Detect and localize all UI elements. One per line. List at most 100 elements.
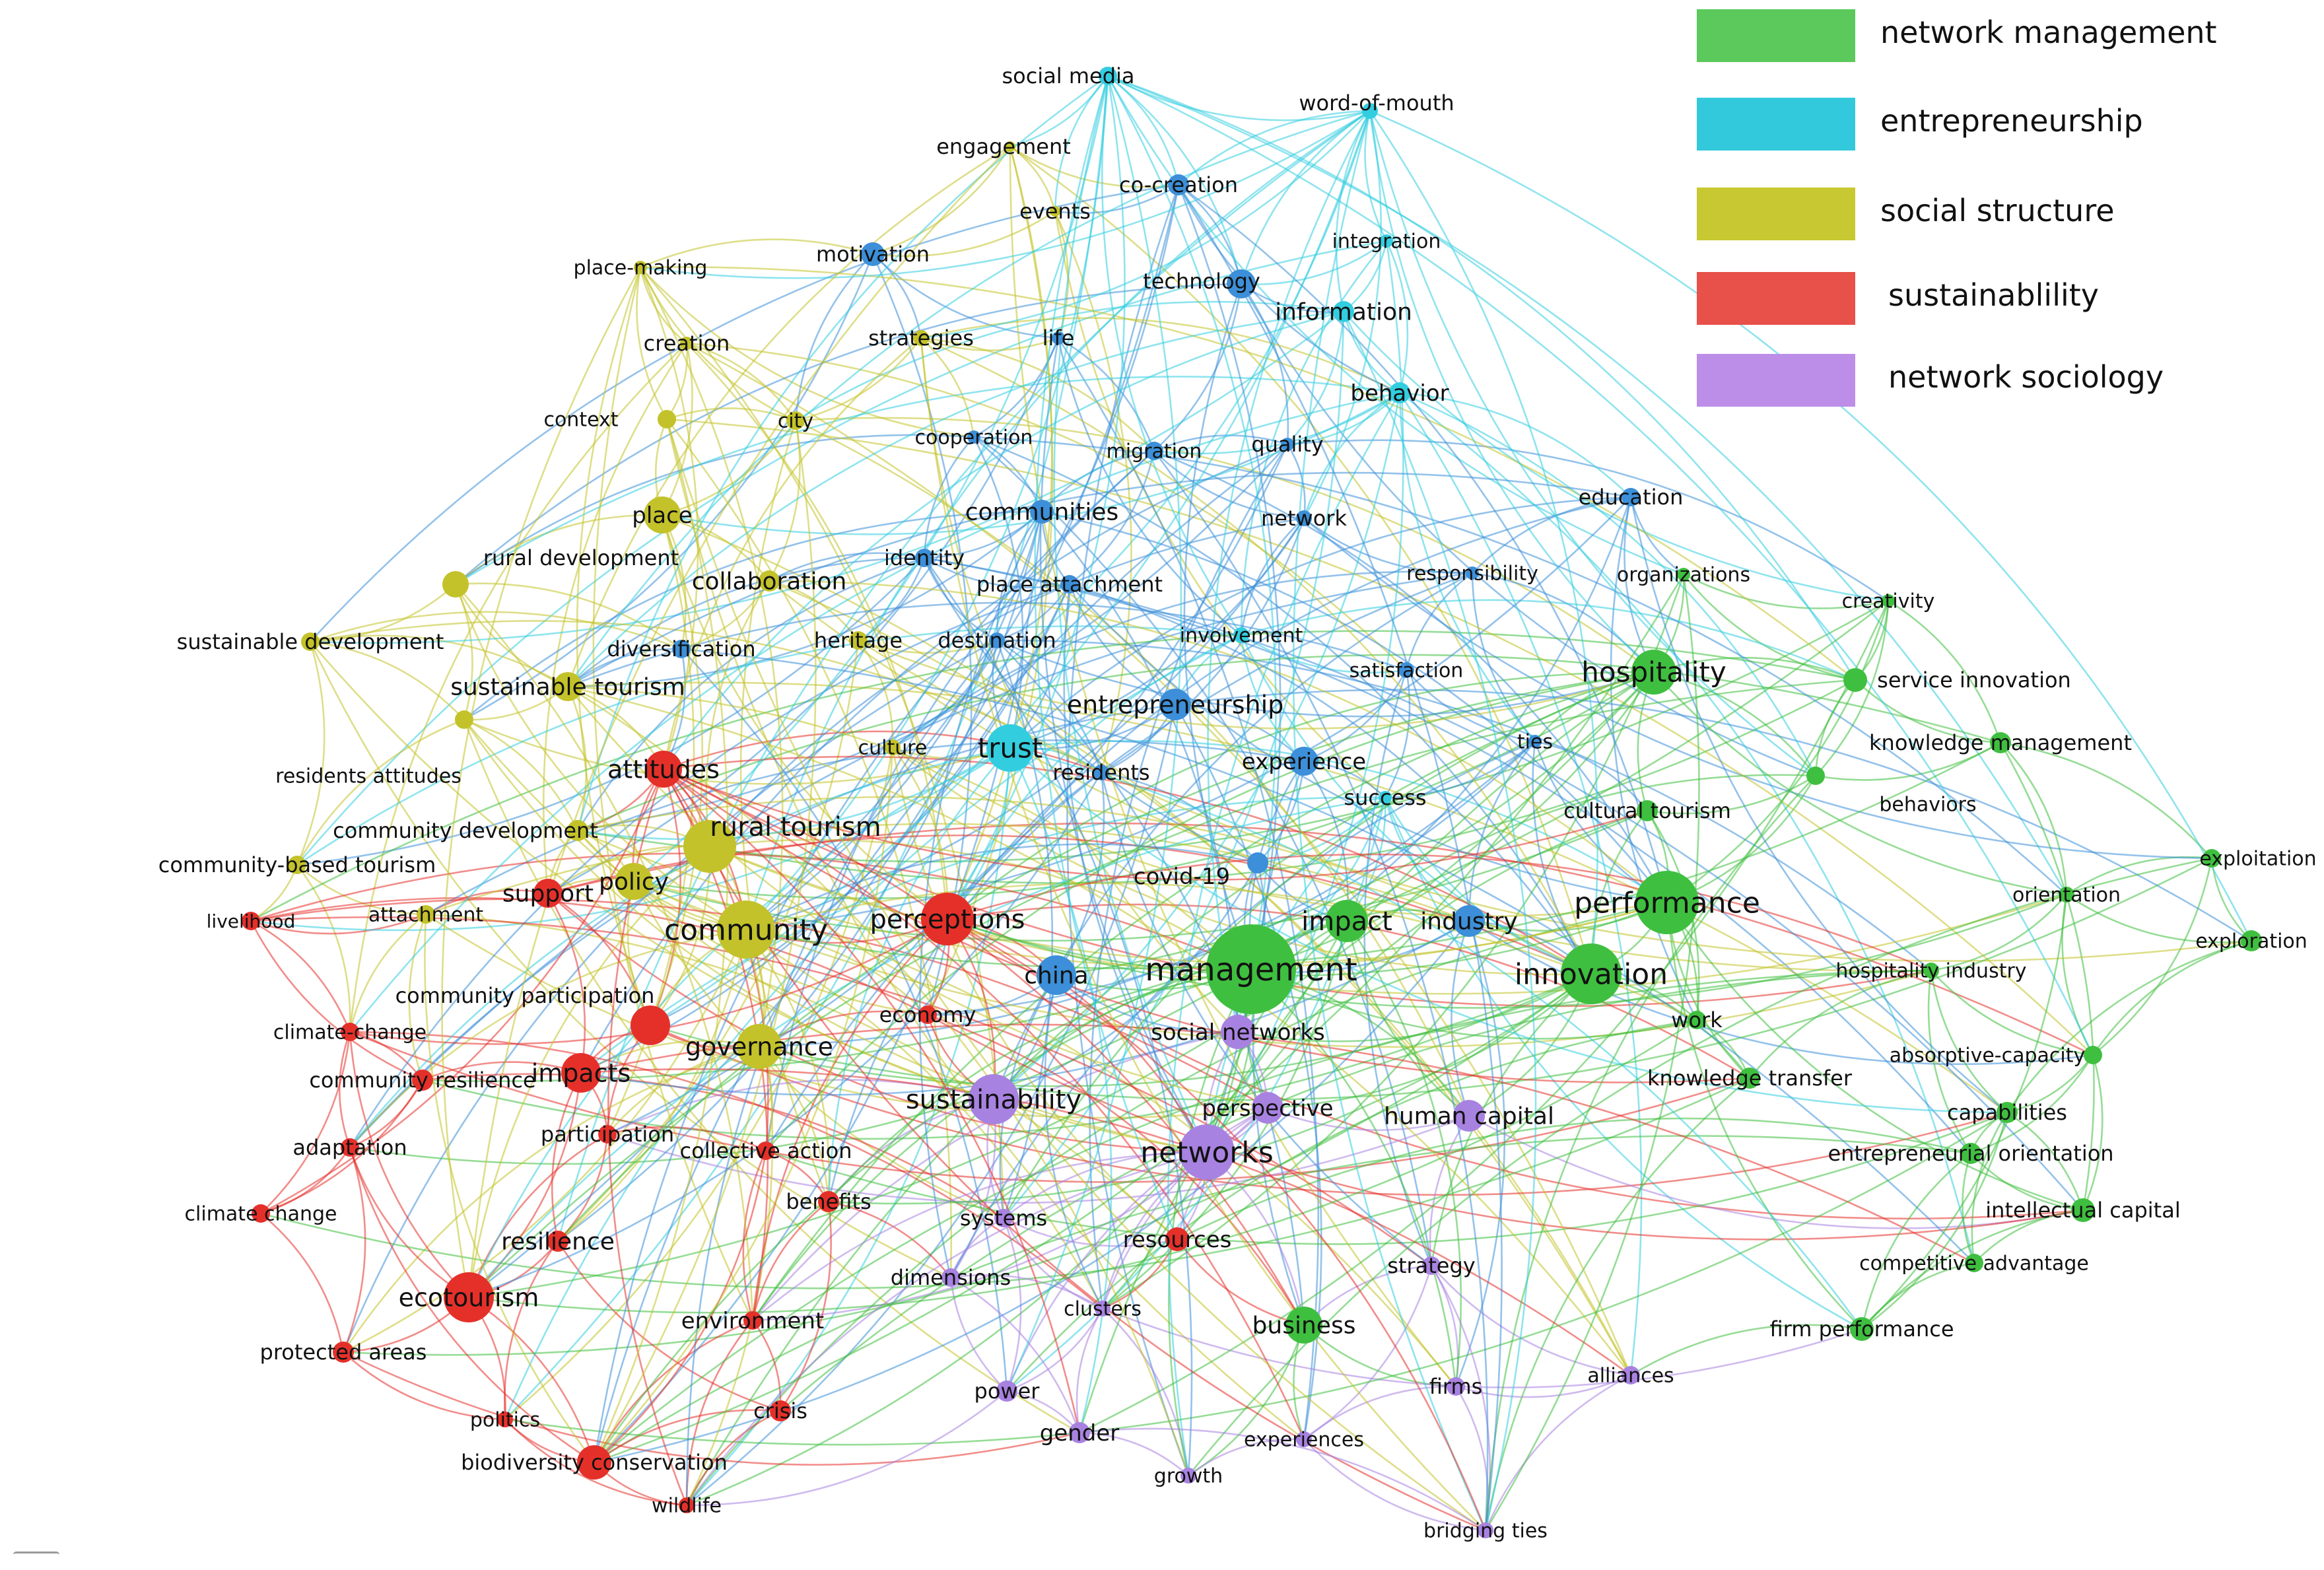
network-edge: [468, 1072, 582, 1298]
network-edge: [296, 557, 925, 866]
node-diversification: [672, 640, 691, 658]
network-edge: [1107, 75, 1857, 681]
node-label: strategies: [868, 325, 974, 351]
node-word-of-mouth: [1362, 103, 1378, 119]
node-label: exploitation: [2199, 848, 2316, 871]
network-edge: [1069, 584, 1668, 904]
node-label: policy: [599, 869, 669, 896]
node-label: covid-19: [1134, 864, 1230, 890]
network-edge: [742, 1150, 767, 1321]
network-edge: [1003, 1217, 1178, 1247]
node-label: success: [1344, 785, 1426, 810]
network-edge: [593, 420, 817, 1463]
node-behavior: [1389, 382, 1410, 403]
network-edge: [1971, 1112, 2008, 1264]
network-edge: [1009, 518, 1305, 749]
legend-label: sustainablility: [1888, 277, 2100, 313]
network-edge: [594, 747, 894, 1463]
network-edge: [349, 913, 427, 1033]
network-edge: [685, 929, 774, 1506]
network-edge: [1303, 1385, 1456, 1441]
network-edge: [342, 1045, 760, 1353]
node-label: attachment: [368, 904, 483, 927]
network-edge: [547, 893, 586, 1074]
node-label: bridging ties: [1423, 1520, 1548, 1543]
node-label: ties: [1517, 731, 1553, 754]
network-edge: [349, 928, 747, 1148]
network-edge: [662, 310, 1344, 770]
network-edge: [250, 852, 1252, 971]
network-edge: [2000, 742, 2068, 895]
node-quality: [1281, 438, 1294, 451]
node-label: politics: [470, 1409, 540, 1432]
network-edge: [795, 419, 1470, 1116]
node-human-capital: [1453, 1100, 1485, 1132]
network-edge: [1653, 671, 1817, 776]
network-edge: [349, 343, 687, 1033]
node-label: identity: [884, 545, 965, 570]
network-edge: [1930, 970, 2008, 1113]
network-edge: [666, 418, 2094, 1056]
network-edge: [709, 838, 1252, 971]
node-exploration: [2241, 930, 2262, 951]
network-edge: [686, 342, 797, 421]
node-label: governance: [685, 1032, 833, 1061]
node-city: [786, 411, 805, 430]
node-label: human capital: [1384, 1103, 1554, 1130]
network-edge: [1861, 894, 2068, 1330]
network-edge: [947, 853, 1932, 972]
network-edge: [1055, 772, 1105, 976]
node-label: community: [664, 913, 828, 947]
network-edge: [1471, 572, 1536, 742]
node-economy: [918, 1006, 937, 1024]
node-label: hospitality industry: [1835, 960, 2026, 983]
legend-swatch: [1697, 188, 1855, 240]
network-edge: [250, 897, 928, 1016]
network-edge: [310, 584, 456, 643]
node-education: [1622, 488, 1640, 506]
node-creativity: [1882, 594, 1895, 607]
network-edge: [343, 1351, 1080, 1466]
network-edge: [769, 552, 925, 582]
node-technology: [1227, 269, 1256, 298]
network-edge: [745, 741, 2001, 970]
network-edge: [1303, 518, 2212, 860]
node-hospitality: [1631, 650, 1676, 695]
node-culture: [885, 739, 901, 755]
network-edge: [1430, 973, 1592, 1266]
node-label: rural development: [483, 545, 679, 570]
node-benefits: [818, 1191, 839, 1212]
network-edge: [1079, 1431, 1189, 1476]
node-power: [996, 1381, 1017, 1402]
network-edge: [1056, 974, 1239, 1033]
network-edge: [1653, 656, 1856, 681]
node-ecotourism: [444, 1272, 494, 1322]
network-edge: [1009, 146, 1457, 1387]
network-edge: [992, 572, 1473, 1100]
network-edge: [1002, 1217, 1103, 1310]
network-edge: [580, 920, 1470, 1096]
network-edge: [349, 583, 1070, 1148]
network-edge: [343, 1351, 506, 1421]
network-edge: [892, 746, 1668, 918]
network-edge: [973, 436, 2067, 895]
network-edge: [858, 639, 1655, 730]
network-edge: [1468, 741, 1536, 922]
network-edge: [1303, 1439, 1486, 1532]
node-climate-change: [252, 1204, 270, 1223]
node-firm-performance: [1850, 1317, 1874, 1341]
network-edge: [1102, 920, 1348, 1310]
node-entrepreneurship: [1159, 689, 1191, 720]
node-service-innovation: [1843, 668, 1867, 692]
node-support: [533, 879, 563, 908]
node-destination: [989, 632, 1005, 648]
network-edge: [594, 511, 1043, 1463]
network-edge: [947, 893, 2067, 1009]
node-systems: [994, 1209, 1013, 1227]
node-label: community development: [333, 818, 598, 843]
node-impacts: [561, 1053, 601, 1093]
network-edge: [1107, 75, 1277, 970]
node-label: city: [778, 410, 813, 433]
network-edge: [1009, 145, 1592, 974]
network-edge: [468, 184, 1180, 1299]
